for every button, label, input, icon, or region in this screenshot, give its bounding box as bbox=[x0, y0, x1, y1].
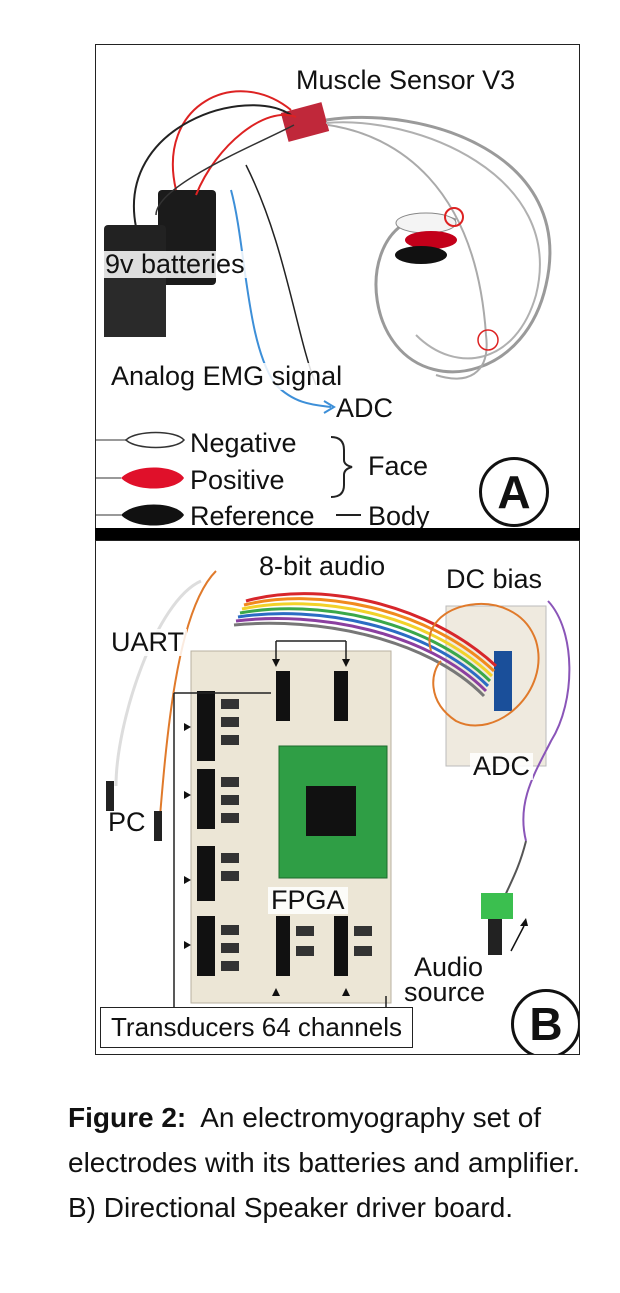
label-audio-source-line2: source bbox=[404, 977, 486, 1007]
label-body: Body bbox=[368, 501, 430, 530]
label-negative: Negative bbox=[190, 428, 297, 458]
label-positive: Positive bbox=[190, 465, 285, 495]
label-8bit-audio: 8-bit audio bbox=[256, 553, 389, 580]
label-analog-signal: Analog EMG signal bbox=[108, 363, 346, 390]
legend-positive-electrode bbox=[121, 467, 184, 489]
caption-label: Figure 2: bbox=[68, 1102, 187, 1133]
label-pc: PC bbox=[108, 807, 146, 837]
panel-a-letter: A bbox=[479, 457, 549, 527]
label-batteries: 9v batteries bbox=[102, 251, 248, 278]
positive-electrode bbox=[405, 231, 457, 249]
label-muscle-sensor: Muscle Sensor V3 bbox=[296, 65, 516, 95]
label-uart: UART bbox=[108, 629, 188, 656]
panel-divider bbox=[95, 528, 580, 542]
fpga-chip bbox=[306, 786, 356, 836]
caption-text: An electromyography set of electrodes wi… bbox=[68, 1102, 581, 1223]
label-fpga: FPGA bbox=[268, 887, 348, 914]
label-audio-source-line1: Audio bbox=[414, 952, 484, 982]
label-adc-a: ADC bbox=[336, 393, 394, 423]
label-transducers: Transducers 64 channels bbox=[100, 1007, 413, 1048]
sensor-board bbox=[280, 102, 330, 142]
panel-b-fpga-photo: 8-bit audio DC bias UART ADC PC FPGA Aud… bbox=[95, 540, 580, 1055]
adc-module bbox=[494, 651, 512, 711]
panel-b-letter: B bbox=[511, 989, 579, 1054]
audio-jack bbox=[481, 893, 513, 919]
face-brace bbox=[330, 436, 353, 498]
label-face: Face bbox=[368, 451, 429, 481]
legend-negative-electrode bbox=[124, 431, 185, 449]
figure-caption: Figure 2: An electromyography set of ele… bbox=[68, 1095, 588, 1230]
label-dc-bias: DC bias bbox=[446, 564, 543, 594]
panel-a-emg-photo: Muscle Sensor V3 9v batteries Analog EMG… bbox=[95, 44, 580, 530]
fpga-board-illustration bbox=[106, 570, 571, 1012]
legend-reference-electrode bbox=[121, 504, 184, 526]
reference-electrode bbox=[395, 246, 447, 264]
label-reference: Reference bbox=[190, 501, 315, 530]
label-adc-b: ADC bbox=[470, 753, 534, 780]
